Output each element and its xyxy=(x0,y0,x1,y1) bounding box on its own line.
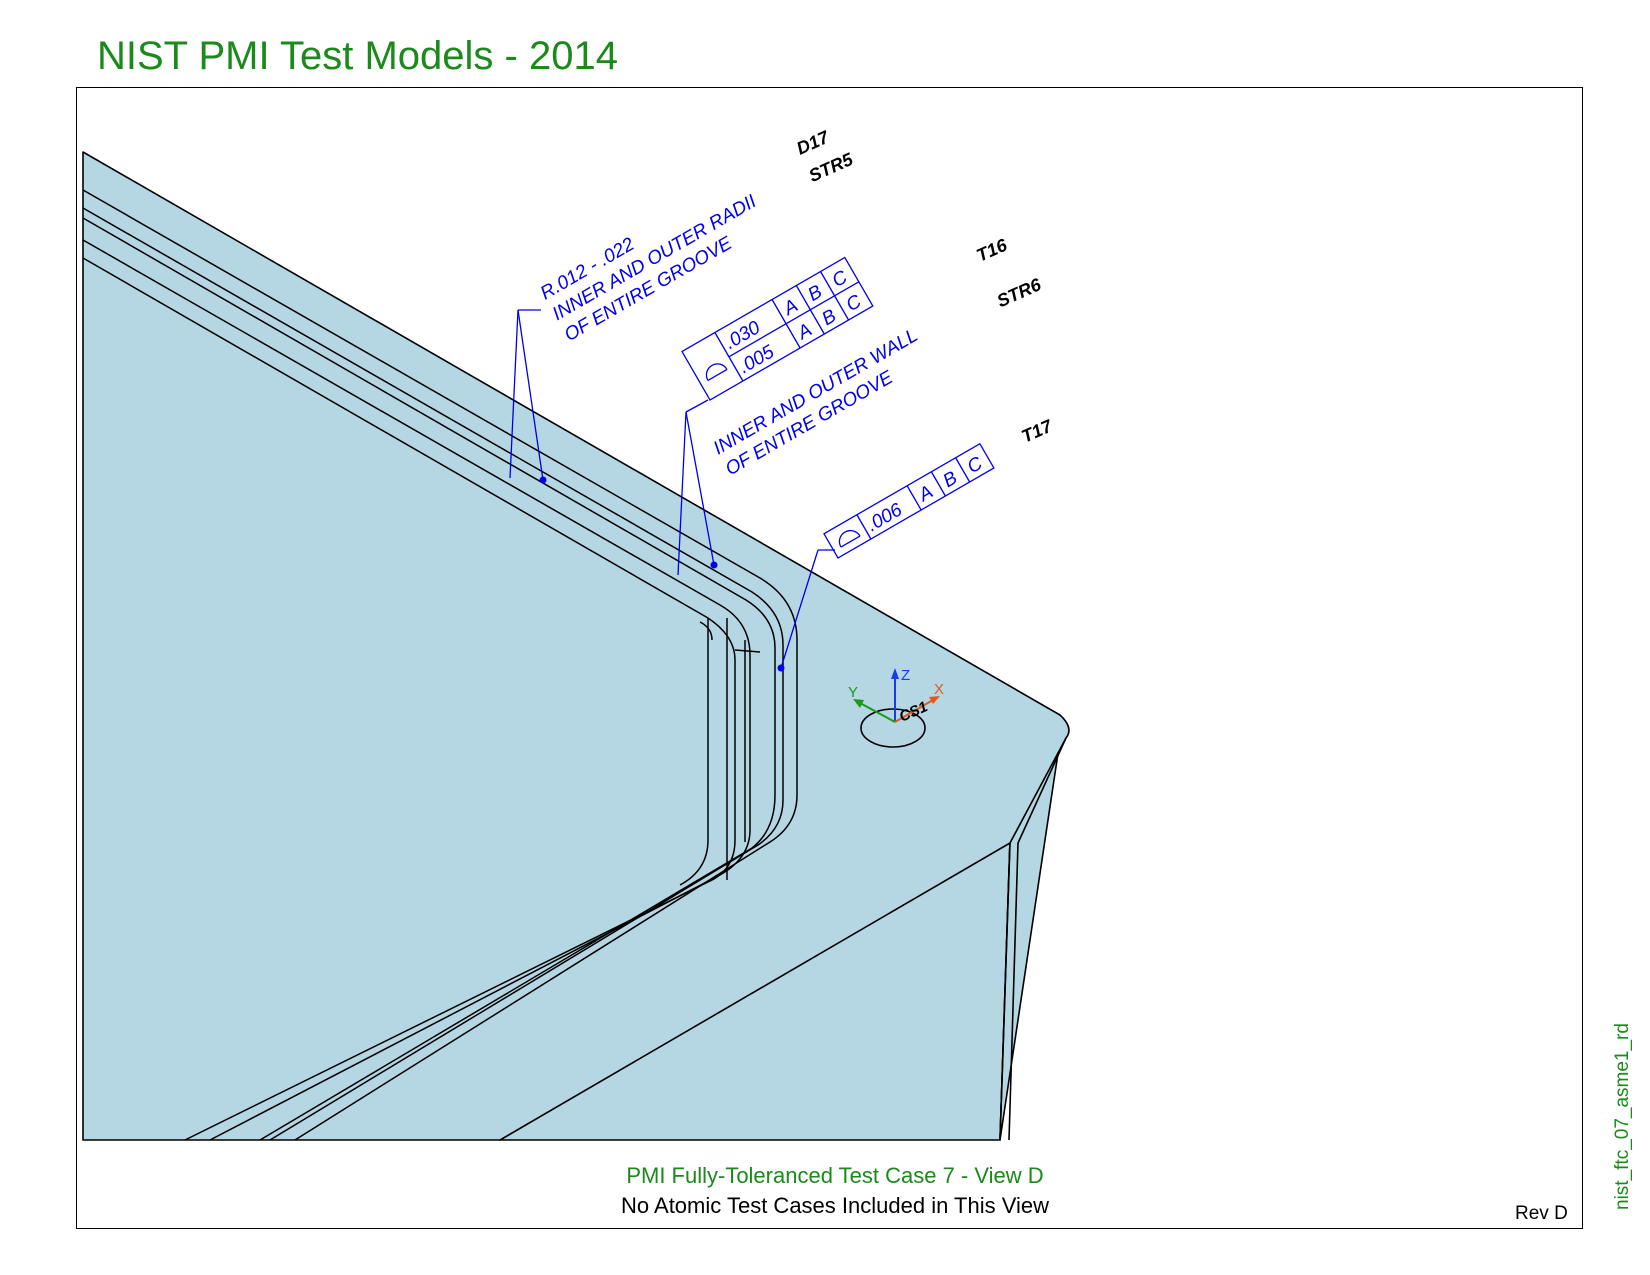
t17-id: T17 xyxy=(1018,415,1055,446)
x-axis-label: X xyxy=(934,681,944,698)
part-body xyxy=(82,151,1070,1141)
model-id-label: nist_ftc_07_asme1_rd xyxy=(1612,1023,1633,1210)
radius-note-id-str5: STR5 xyxy=(806,149,857,186)
x-axis xyxy=(894,699,934,723)
y-axis xyxy=(859,702,896,723)
radius-note-line2: INNER AND OUTER RADII xyxy=(549,191,761,325)
groove-lines xyxy=(82,189,798,1141)
cs-hole xyxy=(860,708,926,748)
page-title: NIST PMI Test Models - 2014 xyxy=(97,34,618,78)
revision-label: Rev D xyxy=(1515,1203,1568,1224)
view-caption: PMI Fully-Toleranced Test Case 7 - View … xyxy=(626,1163,1044,1188)
t16-id: T16 xyxy=(973,234,1010,265)
profile-surface-symbol xyxy=(705,363,728,381)
drawing-border xyxy=(76,87,1583,1229)
y-axis-label: Y xyxy=(848,684,858,701)
top-face xyxy=(82,151,1070,1141)
z-axis-label: Z xyxy=(901,667,910,684)
radius-note-id-d17: D17 xyxy=(793,127,832,159)
profile-surface-symbol xyxy=(838,529,861,548)
view-subcaption: No Atomic Test Cases Included in This Vi… xyxy=(621,1193,1049,1218)
t16-id-str6: STR6 xyxy=(994,274,1045,311)
